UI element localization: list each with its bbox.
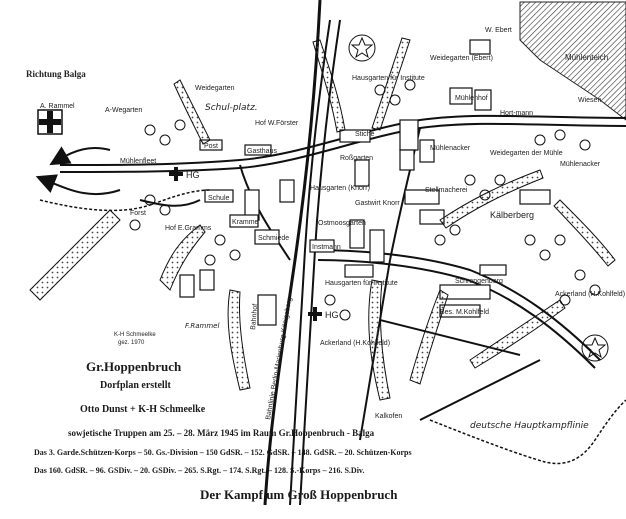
label-weidegarten-muehle: Weidegarten der Mühle: [490, 150, 563, 157]
caption-main-title: Der Kampf um Groß Hoppenbruch: [200, 487, 398, 502]
railway: [263, 0, 322, 506]
label-kaelberberg: Kälberberg: [490, 210, 534, 220]
label-weidegarten-top: Weidegarten: [195, 85, 235, 92]
caption-subtitle: Dorfplan erstellt: [100, 380, 171, 391]
label-muehlenacker-2: Mühlenacker: [560, 161, 601, 168]
label-hort: Hort-mann: [500, 110, 533, 117]
retreat-arrows: [35, 146, 201, 207]
label-bahnhof: Bahnhof: [250, 304, 259, 331]
label-schrangenberg: Schrangenberg: [455, 278, 503, 285]
label-gastwirt-knorr: Gastwirt Knorr: [355, 200, 400, 207]
caption-troops: sowjetische Truppen am 25. – 28. März 19…: [68, 428, 375, 438]
label-forst: Forst: [130, 210, 146, 217]
label-hof-egramms: Hof E.Gramms: [165, 225, 212, 232]
label-gasthaus-w-ebert: W. Ebert: [485, 27, 512, 34]
hg-cross-icon-2: [308, 307, 322, 321]
buildings: [179, 39, 551, 326]
caption-units-1: Das 3. Garde.Schützen-Korps – 50. Gs.-Di…: [34, 448, 412, 457]
label-schmeelke-year: gez. 1970: [118, 340, 145, 346]
label-stellmacher: Stellmacherei: [425, 187, 468, 194]
hg-cross-icon-1: [169, 167, 183, 181]
label-ostmoosgarten: Ostmoosgarten: [318, 220, 366, 227]
label-schmeelke-credit: K-H Schmeelke: [114, 332, 156, 338]
label-ackerland-kohlfeld: Ackerland (H.Kohlfeld): [320, 340, 390, 347]
label-hof-wfoerster: Hof W.Förster: [255, 120, 299, 127]
label-muehlenteich: Mühlenteich: [565, 53, 608, 62]
label-stiche: Stiche: [355, 131, 375, 138]
label-muehlenfleet: Mühlenfleet: [120, 158, 156, 165]
label-kramme: Kramme: [232, 219, 259, 226]
label-hg-2: HG: [325, 310, 339, 320]
caption-authors: Otto Dunst + K-H Schmeelke: [80, 404, 206, 415]
label-weidegarten-ebert: Weidegarten (Ebert): [430, 55, 493, 62]
label-direction-balga: Richtung Balga: [26, 69, 86, 79]
label-deutsche-hkl: deutsche Hauptkampflinie: [470, 421, 589, 431]
label-bes-kohlfeld: Bes. M.Kohlfeld: [440, 309, 489, 316]
label-hausgarten-knorr: Hausgarten (Knorr): [310, 185, 370, 192]
label-post: Post: [204, 143, 218, 150]
label-kalkofen: Kalkofen: [375, 413, 402, 420]
label-hg-1: HG: [186, 170, 200, 180]
german-front-line: [39, 189, 626, 465]
soviet-star-north: [348, 34, 376, 62]
caption-units-2: Das 160. GdSR. – 96. GSDiv. – 20. GSDiv.…: [34, 466, 365, 475]
label-ackerland-kohlfeld-2: Ackerland (H.Kohlfeld): [555, 291, 625, 298]
label-instmann: Instmann: [312, 244, 341, 251]
label-hausgarten-inst: Hausgarten für Institute: [325, 280, 398, 287]
label-schmiede: Schmiede: [258, 235, 289, 242]
attack-arrows: [29, 37, 616, 401]
label-schule: Schule: [208, 195, 230, 202]
label-schulplatz: Schul-platz.: [205, 103, 258, 113]
german-cross-icon: [37, 109, 63, 135]
label-rossgarten: Roßgarten: [340, 155, 373, 162]
label-wiesen: Wiesen: [578, 97, 601, 104]
muehlenteich-water: [519, 1, 626, 121]
label-gasthaus: Gasthaus: [247, 148, 277, 155]
label-muehlenhof: Mühlenhof: [455, 95, 488, 102]
label-a-rammel: A. Rammel: [40, 103, 75, 110]
caption-title: Gr.Hoppenbruch: [86, 359, 182, 374]
label-hausgarten-top: Hausgarten für Institute: [352, 75, 425, 82]
label-a-wegarten: A-Wegarten: [105, 107, 142, 114]
label-muehlenacker: Mühlenacker: [430, 145, 471, 152]
soviet-star-east: [581, 334, 609, 362]
label-rammel: F.Rammel: [185, 322, 219, 330]
